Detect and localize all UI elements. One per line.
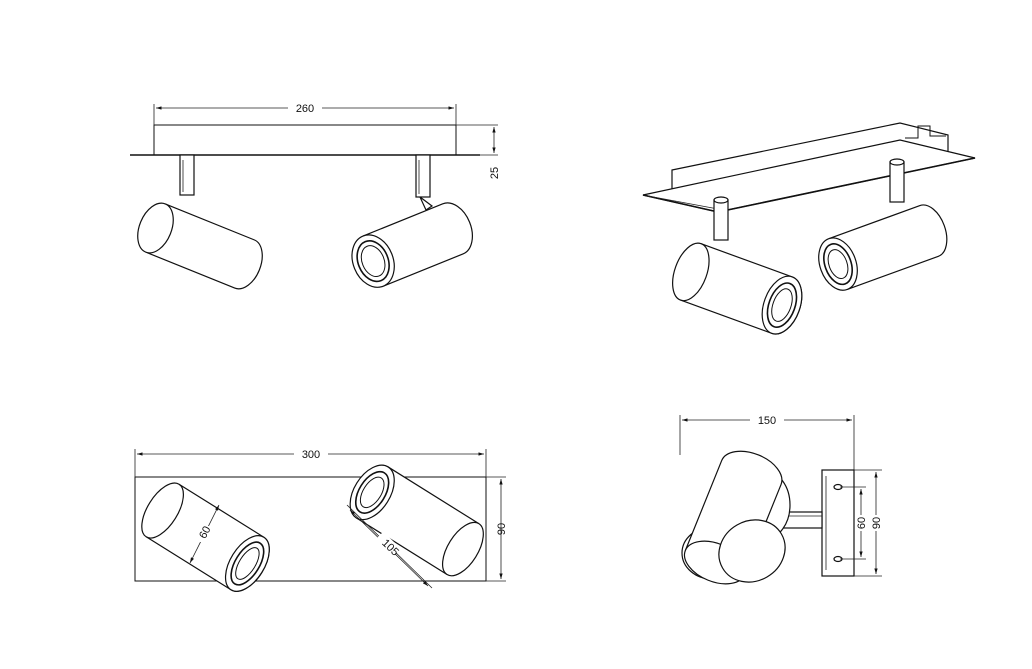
side-mount-outer-label: 90 <box>871 517 883 529</box>
side-view: 150 60 90 <box>679 415 883 585</box>
front-left-stem <box>179 154 195 196</box>
front-right-spotlight <box>351 202 473 288</box>
front-height-label: 25 <box>489 167 501 179</box>
iso-back-spotlight <box>818 204 948 291</box>
side-projection-label: 150 <box>758 415 776 427</box>
iso-front-stem <box>713 199 729 241</box>
top-diameter-label: 60 <box>197 524 213 540</box>
iso-front-spotlight <box>672 242 803 335</box>
side-front-spot-end <box>718 519 786 583</box>
front-width-label: 260 <box>296 103 314 115</box>
top-length-label: 300 <box>302 449 320 461</box>
front-view: 260 25 <box>130 103 501 290</box>
front-left-spotlight <box>137 202 263 290</box>
front-right-stem <box>415 154 431 198</box>
front-base-plate <box>153 124 457 156</box>
iso-back-stem <box>889 161 905 203</box>
isometric-view <box>642 122 976 335</box>
top-right-spotlight <box>349 464 484 577</box>
side-mount-inner-label: 60 <box>856 517 868 529</box>
top-depth-label: 90 <box>496 523 508 535</box>
top-base-plate <box>134 476 487 582</box>
top-view: 300 90 60 105 <box>134 449 508 592</box>
